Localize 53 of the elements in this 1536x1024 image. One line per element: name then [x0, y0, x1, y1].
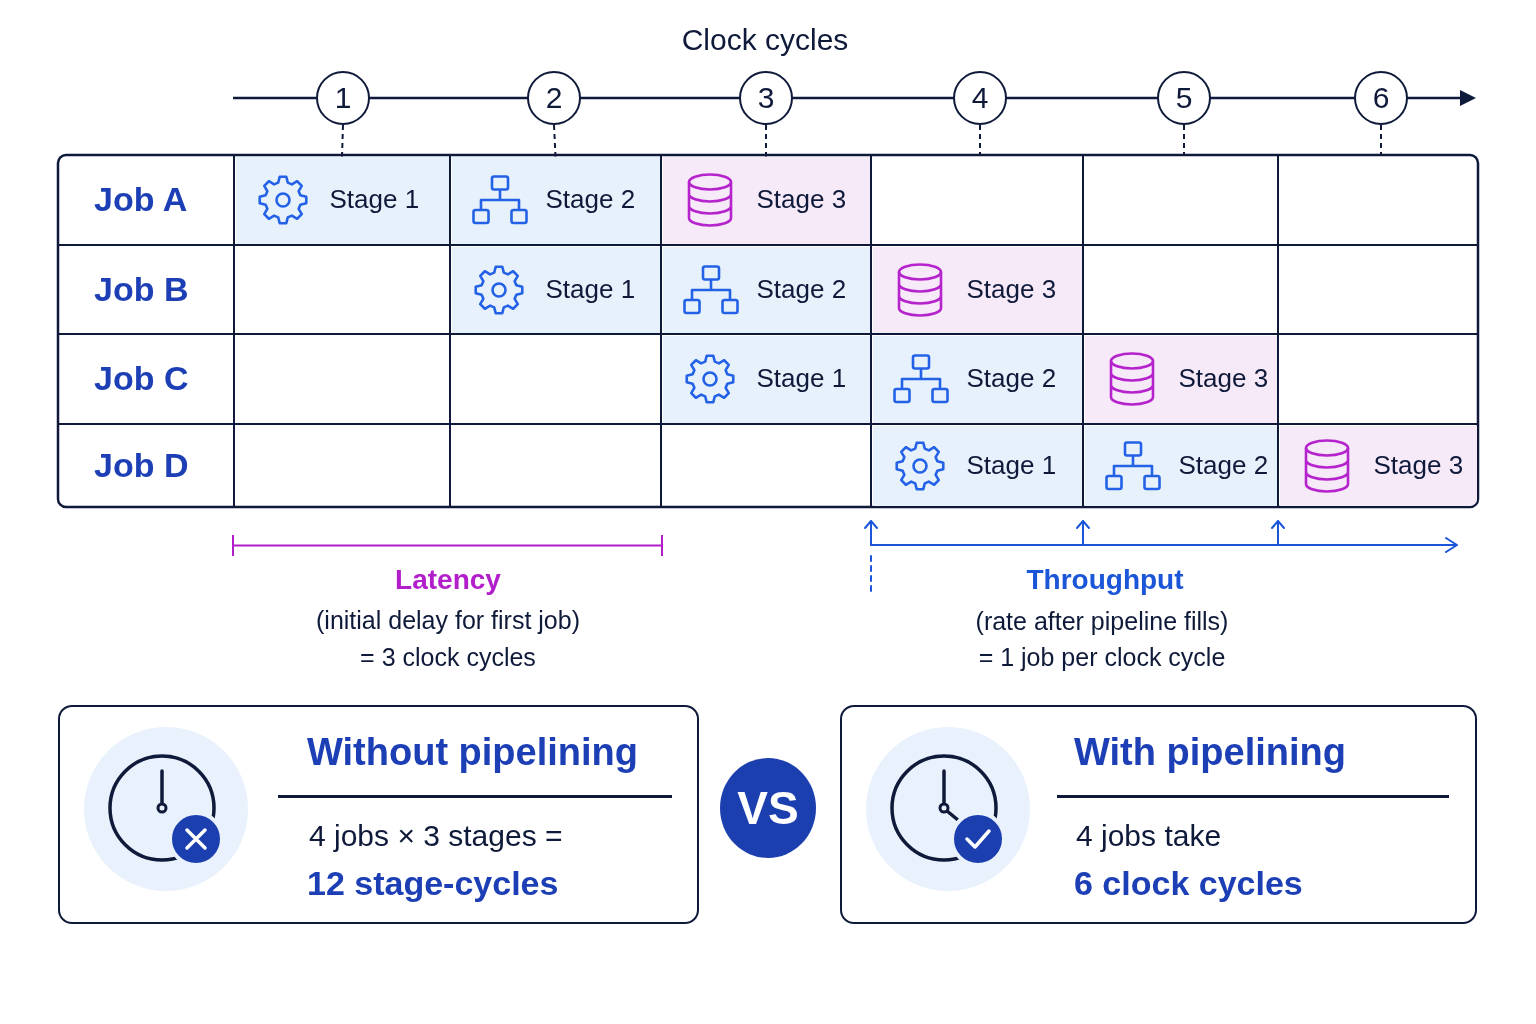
job-label: Job B [94, 269, 189, 310]
job-label: Job D [94, 445, 189, 486]
throughput-note: = 1 job per clock cycle [978, 642, 1226, 672]
cycle-marker: 4 [953, 71, 1007, 125]
job-label: Job A [94, 180, 188, 220]
stage-label: Stage 3 [756, 185, 847, 215]
stage-cell [872, 425, 1082, 506]
stage-label: Stage 3 [1178, 364, 1269, 394]
leader-line [979, 124, 981, 156]
cycle-marker: 5 [1157, 71, 1211, 125]
cycle-marker: 3 [739, 71, 793, 125]
stage-cell [451, 246, 660, 333]
stage-cell [662, 246, 870, 333]
stage-label: Stage 3 [1373, 450, 1464, 481]
job-label: Job C [94, 359, 189, 399]
stage-label: Stage 3 [966, 274, 1057, 305]
stage-label: Stage 1 [545, 274, 636, 305]
stage-label: Stage 2 [545, 185, 636, 215]
card-heading: Without pipelining [307, 731, 638, 775]
latency-heading: Latency [395, 563, 501, 597]
stage-cell [872, 246, 1082, 333]
card-result: 12 stage-cycles [307, 864, 559, 904]
stage-label: Stage 1 [966, 450, 1057, 481]
axis-title: Clock cycles [681, 22, 849, 58]
comparison-card [840, 705, 1477, 924]
card-result: 6 clock cycles [1074, 864, 1303, 904]
stage-cell [662, 335, 870, 423]
latency-note: (initial delay for first job) [316, 605, 580, 635]
stage-cell [451, 156, 660, 244]
stage-cell [1084, 425, 1277, 506]
stage-label: Stage 2 [756, 274, 847, 305]
throughput-heading: Throughput [1026, 563, 1184, 597]
stage-label: Stage 1 [329, 185, 420, 215]
throughput-note: (rate after pipeline fills) [975, 606, 1229, 636]
vs-badge: VS [720, 758, 816, 858]
stage-label: Stage 2 [966, 364, 1057, 394]
card-formula: 4 jobs × 3 stages = [309, 818, 563, 854]
stage-cell [1279, 425, 1477, 506]
card-formula: 4 jobs take [1076, 818, 1222, 854]
comparison-card [58, 705, 699, 924]
latency-note: = 3 clock cycles [360, 642, 536, 672]
stage-cell [662, 156, 870, 244]
cycle-marker: 1 [316, 71, 370, 125]
leader-line [1380, 124, 1382, 156]
leader-line [1183, 124, 1185, 156]
stage-cell [872, 335, 1082, 423]
cycle-marker: 6 [1354, 71, 1408, 125]
stage-label: Stage 2 [1178, 450, 1269, 481]
stage-cell [235, 156, 449, 244]
stage-label: Stage 1 [756, 364, 847, 394]
stage-cell [1084, 335, 1277, 423]
cycle-marker: 2 [527, 71, 581, 125]
card-heading: With pipelining [1074, 731, 1346, 775]
